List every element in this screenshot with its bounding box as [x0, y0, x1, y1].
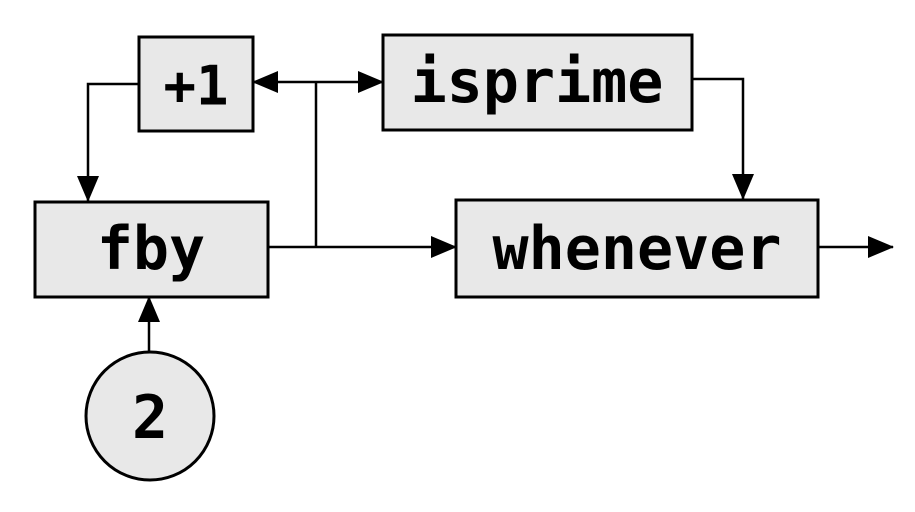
- isprime-node: isprime: [381, 33, 694, 132]
- plus-one-label: +1: [163, 55, 228, 118]
- whenever-node: whenever: [454, 198, 820, 299]
- plus-one-node: +1: [137, 35, 255, 133]
- wire-isprime-to-whenever: [692, 77, 754, 200]
- constant-node: 2: [84, 350, 216, 482]
- whenever-label: whenever: [493, 214, 782, 284]
- fby-node: fby: [33, 200, 270, 299]
- wire-plus-one-to-fby: [77, 82, 139, 202]
- constant-label: 2: [132, 383, 168, 453]
- fby-label: fby: [97, 214, 205, 284]
- isprime-label: isprime: [411, 47, 664, 117]
